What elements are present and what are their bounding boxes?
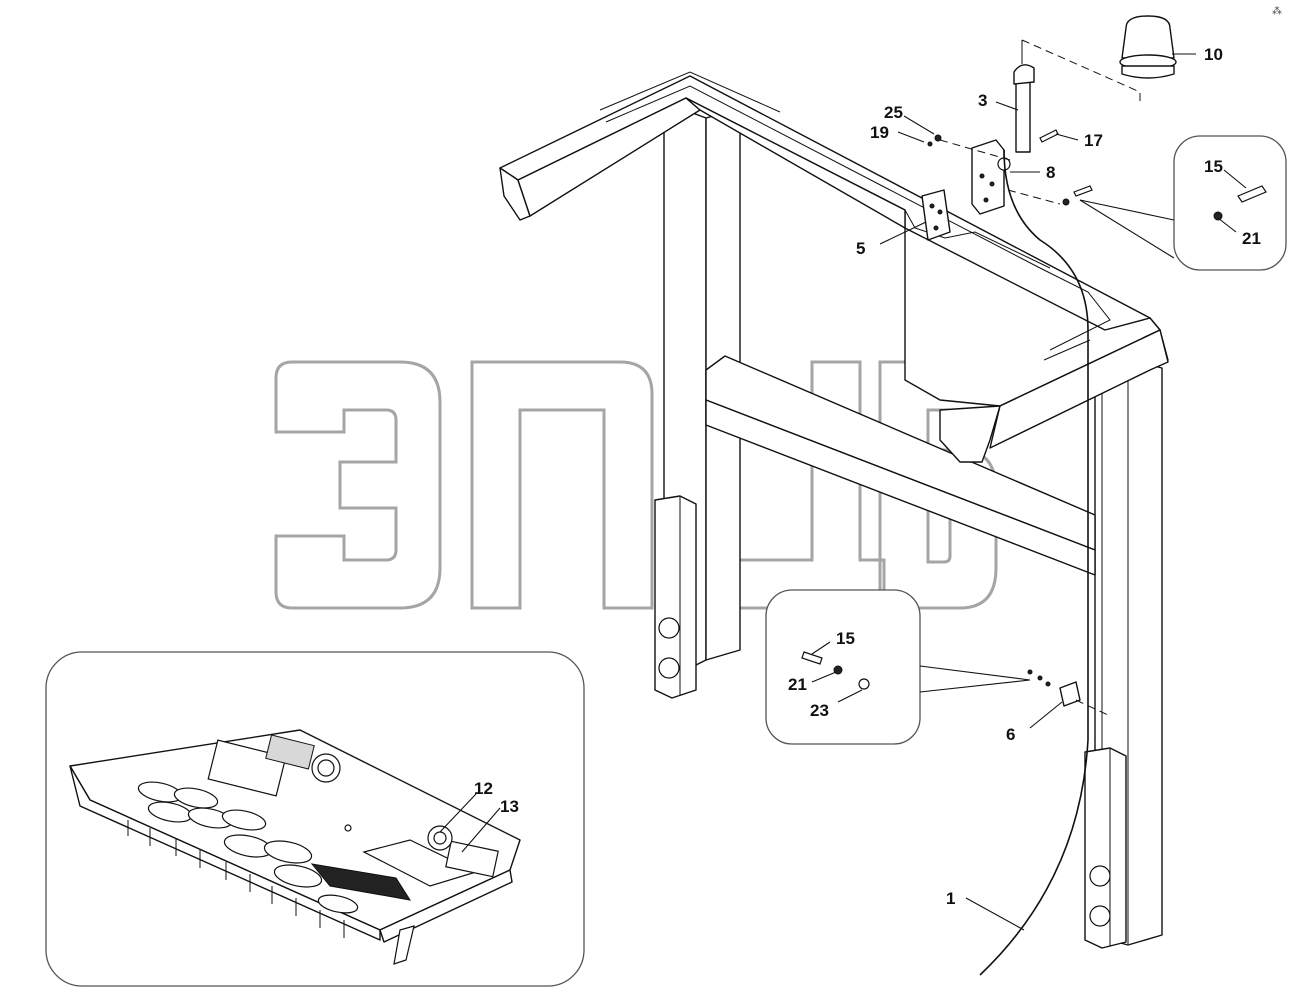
- beacon-lamp: [1119, 15, 1177, 79]
- callout-5: 5: [856, 239, 865, 258]
- leader-lines: [439, 53, 1247, 931]
- callout-1: 1: [946, 889, 955, 908]
- callout-17: 17: [1084, 131, 1103, 150]
- callout-8: 8: [1046, 163, 1055, 182]
- callout-15-upper: 15: [1204, 157, 1223, 176]
- control-panel-inset: [45, 651, 585, 987]
- callout-6: 6: [1006, 725, 1015, 744]
- beacon-assembly: [921, 15, 1177, 976]
- corner-mark: ⁂: [1272, 5, 1282, 17]
- mount-bracket: [971, 139, 1011, 215]
- callout-3: 3: [978, 91, 987, 110]
- detail-bubble-lower: [765, 589, 1111, 745]
- callout-21-lower: 21: [788, 675, 807, 694]
- detail-bubble-upper: [1079, 135, 1287, 271]
- callout-15-lower: 15: [836, 629, 855, 648]
- callout-23: 23: [810, 701, 829, 720]
- callout-labels: 10 3 25 19 17 8 5 15 21 15 21 23 6 12 13…: [474, 45, 1261, 908]
- callout-25: 25: [884, 103, 903, 122]
- callout-12: 12: [474, 779, 493, 798]
- callout-19: 19: [870, 123, 889, 142]
- callout-21-upper: 21: [1242, 229, 1261, 248]
- callout-13: 13: [500, 797, 519, 816]
- mast-tube: [1013, 40, 1035, 153]
- rops-frame: [499, 71, 1169, 949]
- callout-10: 10: [1204, 45, 1223, 64]
- mounting-plate: [921, 189, 951, 241]
